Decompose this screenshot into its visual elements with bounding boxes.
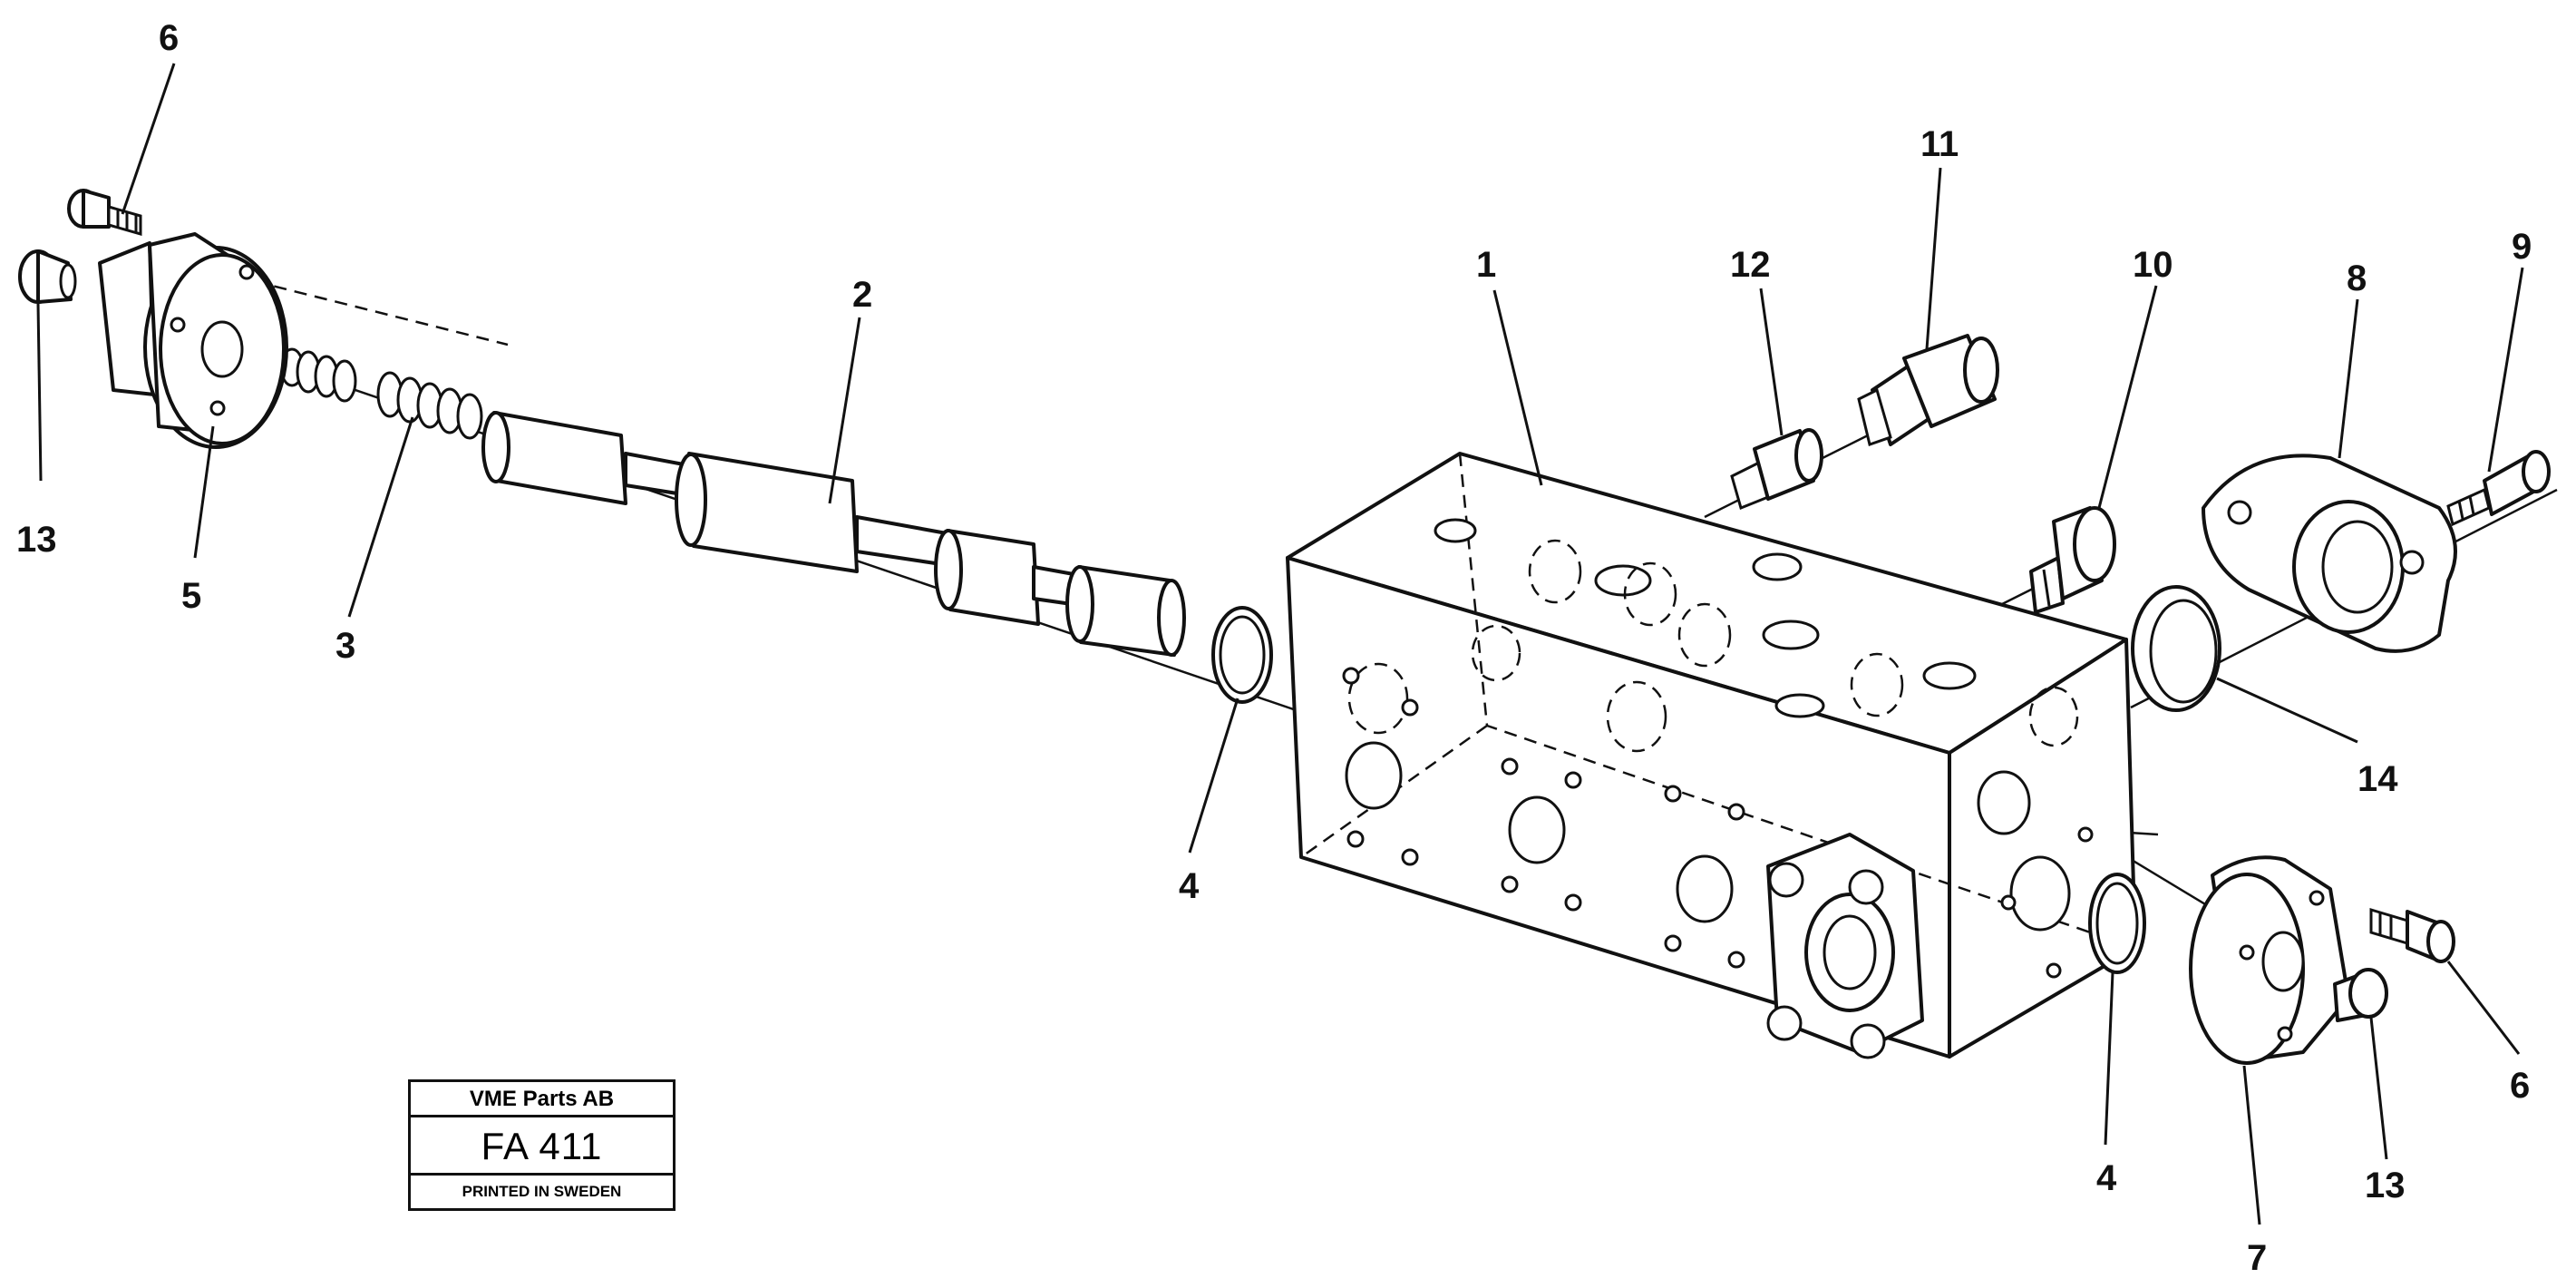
o-ring-right [2088,873,2146,974]
valve-insert [2029,506,2116,614]
right-plug [2333,968,2388,1022]
return-springs [279,347,483,440]
callout-13-left: 13 [16,520,57,560]
left-end-cover [98,232,288,449]
left-plug [18,249,77,304]
valve-housing-block [1286,452,2137,1059]
flange-seal-ring [2131,585,2221,712]
o-ring-left [1211,606,1273,704]
small-plug [1730,428,1823,511]
callout-13-right: 13 [2365,1166,2406,1205]
callout-7: 7 [2247,1238,2267,1278]
callout-5: 5 [181,576,201,616]
flange-bolt [2446,450,2551,527]
callout-11: 11 [1920,124,1959,164]
callout-labels: 1 2 3 4 4 5 6 6 7 8 9 10 11 12 13 13 14 [16,18,2532,1278]
valve-spool [481,411,1186,657]
title-block-figure-code: FA 411 [411,1117,673,1176]
callout-10: 10 [2133,245,2173,285]
callout-2: 2 [852,275,872,315]
callout-1: 1 [1476,245,1496,285]
title-block: VME Parts AB FA 411 PRINTED IN SWEDEN [408,1079,676,1211]
callout-9: 9 [2512,227,2532,267]
title-block-company: VME Parts AB [411,1082,673,1117]
callout-4-right: 4 [2096,1158,2117,1198]
front-port-flange [1766,833,1924,1059]
callout-12: 12 [1730,245,1771,285]
callout-3: 3 [335,626,355,666]
callout-8: 8 [2347,259,2367,298]
left-cap-screw [67,189,142,236]
callout-14: 14 [2357,759,2398,799]
callout-4-left: 4 [1179,866,1200,906]
right-end-cover [2189,855,2350,1065]
callout-6-right: 6 [2510,1066,2530,1106]
check-valve [1857,334,1999,446]
callout-6-top: 6 [159,18,179,58]
callout-leaders [36,63,2524,1225]
right-cap-screw [2369,907,2455,963]
split-flange [2202,454,2457,653]
title-block-printed-note: PRINTED IN SWEDEN [462,1183,622,1200]
